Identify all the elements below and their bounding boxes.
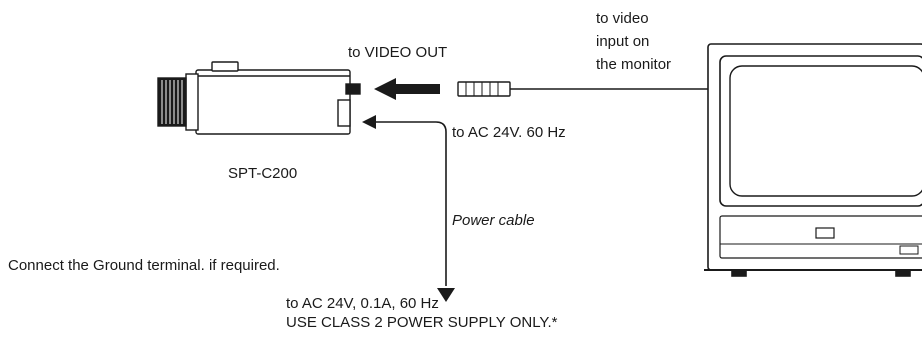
monitor-power-button [815,227,835,239]
camera-body [195,69,351,135]
camera-video-out-connector [345,83,361,95]
power-cable-line [374,121,447,286]
monitor-input-label: to video input on the monitor [596,7,671,76]
supply-arrowhead [437,288,455,302]
ground-terminal-note: Connect the Ground terminal. if required… [8,257,280,274]
supply-warning-label: USE CLASS 2 POWER SUPPLY ONLY.* [286,314,558,331]
monitor-screen [729,65,922,197]
power-cable-label: Power cable [452,212,535,229]
supply-spec-label: to AC 24V, 0.1A, 60 Hz [286,295,439,312]
monitor-input-line-3: the monitor [596,56,672,73]
camera-illustration [157,61,361,135]
camera-top-knob [211,61,239,72]
video-out-label: to VIDEO OUT [348,44,448,61]
monitor-foot-right [895,269,911,277]
video-out-arrow [374,78,440,100]
monitor-input-line-1: to video [596,10,649,27]
camera-mount-ring [185,73,199,131]
monitor-foot-left [731,269,747,277]
monitor-illustration [704,43,922,277]
ac-camera-arrowhead [362,115,376,129]
camera-rear-panel [337,99,351,127]
monitor-input-line-2: input on [596,33,650,50]
ac-camera-label: to AC 24V. 60 Hz [452,124,566,141]
camera-model-label: SPT-C200 [228,165,298,182]
camera-lens [157,77,187,127]
video-cable-assembly [457,81,708,97]
